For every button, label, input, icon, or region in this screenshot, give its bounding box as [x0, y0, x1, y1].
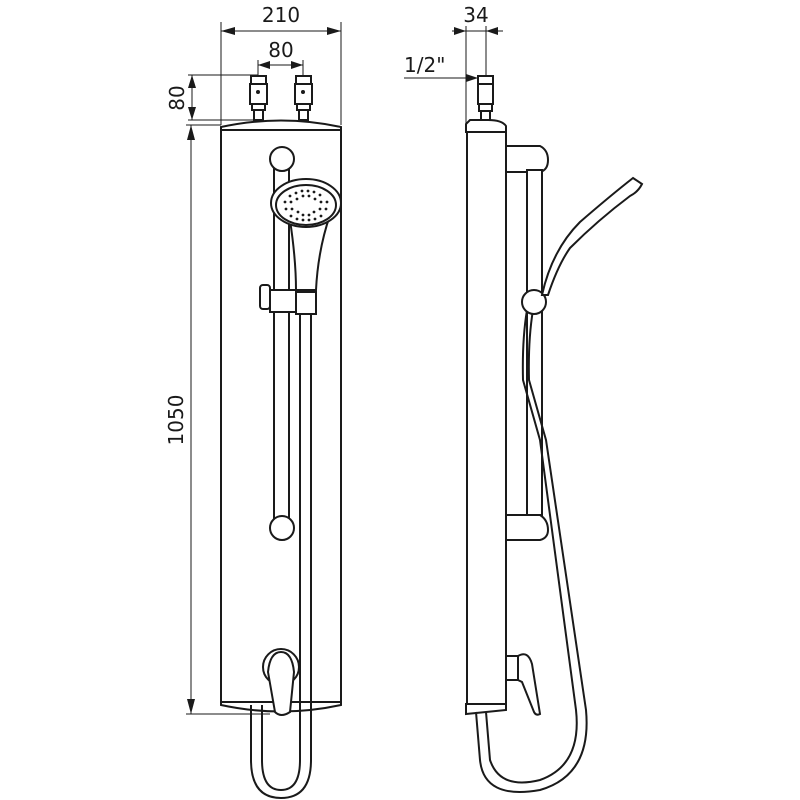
inlet-spacing-label: 80 [268, 38, 293, 62]
hand-shower-front [270, 178, 342, 291]
dimension-depth: 34 [452, 3, 503, 128]
inlet-connector-right [294, 75, 313, 121]
depth-label: 34 [463, 3, 488, 27]
inlet-connector-side [477, 75, 494, 121]
panel-body-side [465, 119, 507, 716]
shower-hose-side [475, 309, 588, 793]
spray-nozzles [283, 189, 329, 222]
inlet-thread-label: 1/2" [404, 53, 445, 77]
slide-rail [269, 146, 295, 541]
dimension-inlet-thread: 1/2" [404, 53, 478, 82]
hand-shower-side [540, 176, 644, 296]
shower-hose-front [250, 315, 312, 800]
dimension-inlet-spacing: 80 [257, 38, 304, 76]
inlet-connector-left [249, 75, 268, 121]
side-view: 34 1/2" [404, 3, 644, 793]
mixer-valve-side [505, 653, 542, 716]
mixer-valve-front [262, 648, 300, 716]
inlet-height-label: 80 [165, 85, 189, 110]
dimension-inlet-height: 80 [165, 74, 258, 121]
slider-holder-side [521, 289, 547, 315]
slide-rail-side [505, 145, 550, 541]
panel-height-label: 1050 [164, 395, 188, 446]
dimension-panel-height: 1050 [164, 124, 270, 715]
front-view: 210 80 80 1050 [164, 3, 342, 800]
overall-width-label: 210 [262, 3, 300, 27]
dimension-overall-width: 210 [220, 3, 342, 125]
